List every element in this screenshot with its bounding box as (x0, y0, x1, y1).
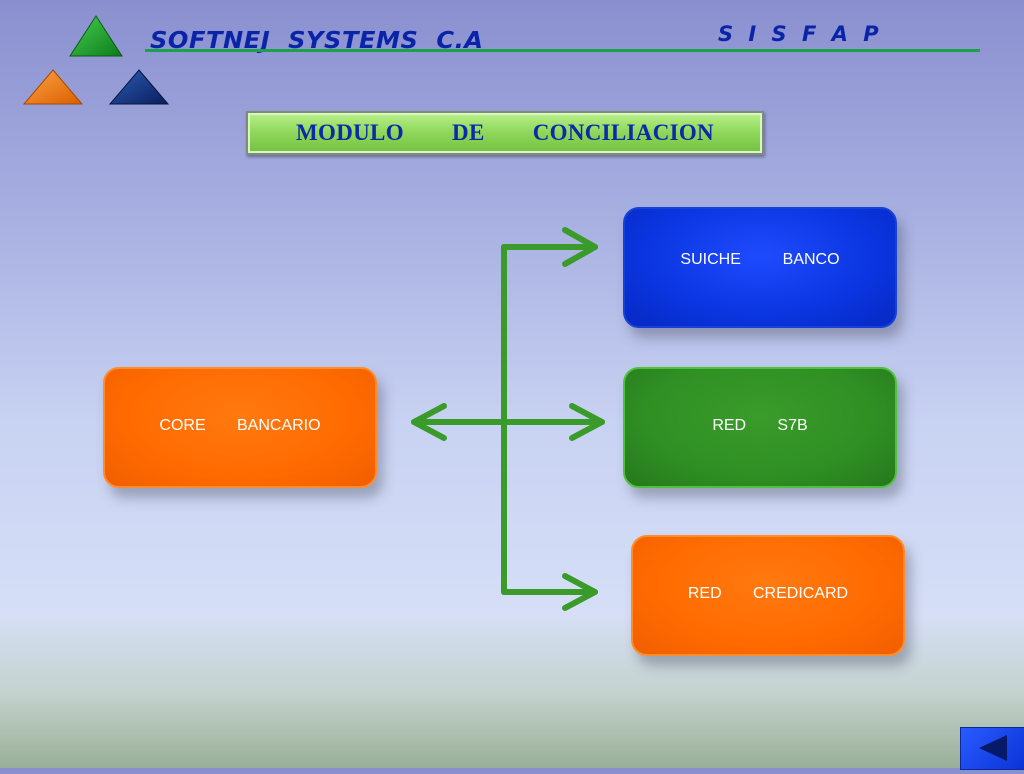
node-label: RED S7B (712, 416, 808, 434)
arrowhead-top-icon (562, 227, 598, 267)
node-red-s7b: RED S7B (623, 367, 897, 488)
connector-lines (411, 227, 605, 611)
logo-triangle-orange-icon (22, 69, 84, 105)
logo-triangle-navy-icon (108, 69, 170, 105)
logo-triangle-green-icon (69, 15, 123, 57)
node-red-credicard: RED CREDICARD (631, 535, 905, 656)
node-label: CORE BANCARIO (159, 416, 321, 434)
arrowhead-bottom-icon (562, 573, 598, 611)
node-label: RED CREDICARD (687, 584, 849, 602)
module-title-banner: MODULO DE CONCILIACION (246, 111, 764, 155)
arrowhead-middle-left-icon (411, 403, 447, 441)
arrowhead-middle-right-icon (569, 403, 605, 441)
back-button[interactable] (960, 727, 1024, 770)
node-core-bancario: CORE BANCARIO (103, 367, 377, 488)
module-title: MODULO DE CONCILIACION (296, 120, 714, 145)
header-divider (145, 49, 980, 52)
logo-triangle-group (22, 15, 170, 105)
node-label: SUICHE BANCO (680, 250, 840, 268)
back-arrow-icon (979, 735, 1007, 761)
node-suiche-banco: SUICHE BANCO (623, 207, 897, 328)
product-name: S I S F A P (718, 22, 883, 46)
